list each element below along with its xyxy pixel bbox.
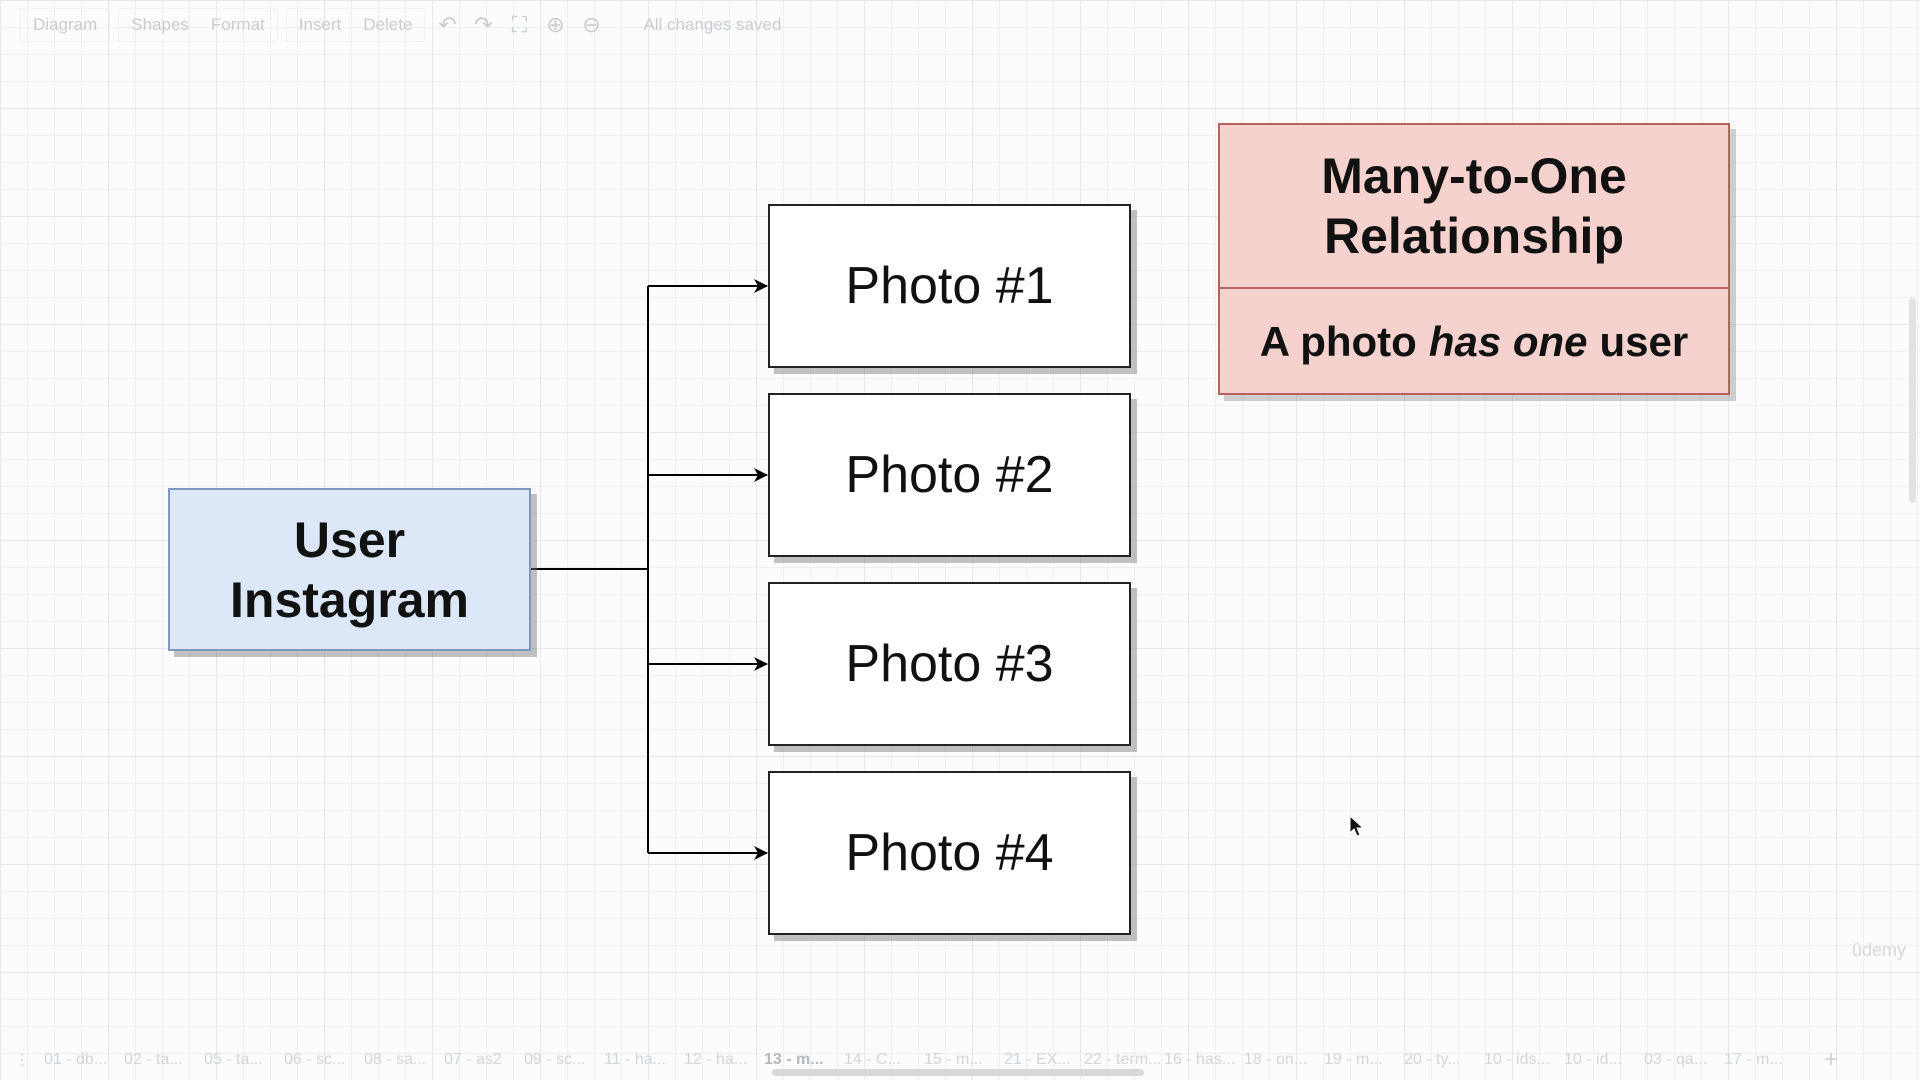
insert-button[interactable]: Insert bbox=[298, 15, 342, 34]
page-tab[interactable]: 14 - C... bbox=[844, 1051, 901, 1068]
zoom-out-icon[interactable]: ⊖ bbox=[582, 12, 601, 37]
redo-icon[interactable]: ↷ bbox=[474, 12, 493, 37]
toolbar: Diagram Shapes Format Insert Delete ↶ ↷ … bbox=[0, 0, 1920, 50]
mouse-cursor-icon bbox=[1349, 815, 1365, 837]
format-button[interactable]: Format bbox=[210, 15, 265, 34]
insert-group: Insert Delete bbox=[285, 8, 426, 42]
undo-icon[interactable]: ↶ bbox=[438, 12, 457, 37]
page-tab[interactable]: 03 - qa... bbox=[1644, 1051, 1708, 1068]
note-body: A photo has one user bbox=[1220, 289, 1728, 395]
photo-entity-box-1[interactable]: Photo #1 bbox=[768, 204, 1131, 368]
diagram-menu-group: Diagram bbox=[20, 8, 111, 42]
page-tab[interactable]: 16 - has... bbox=[1164, 1051, 1236, 1068]
add-page-icon[interactable]: + bbox=[1824, 1046, 1839, 1073]
page-tab[interactable]: 18 - on... bbox=[1244, 1051, 1308, 1068]
pages-menu-icon[interactable]: ⋮ bbox=[14, 1052, 30, 1069]
photo-entity-label: Photo #2 bbox=[845, 446, 1054, 504]
page-tab[interactable]: 07 - as2 bbox=[444, 1051, 502, 1068]
delete-button[interactable]: Delete bbox=[363, 15, 413, 34]
page-tab[interactable]: 05 - ta... bbox=[204, 1051, 263, 1068]
page-tab[interactable]: 21 - EX... bbox=[1004, 1051, 1071, 1068]
fullscreen-icon[interactable]: ⛶ bbox=[511, 12, 528, 37]
page-tab[interactable]: 11 - ha... bbox=[604, 1051, 666, 1068]
page-tab[interactable]: 15 - m... bbox=[924, 1051, 983, 1068]
page-tab[interactable]: 01 - db... bbox=[44, 1051, 108, 1068]
page-tab[interactable]: 10 - ids... bbox=[1484, 1051, 1550, 1068]
diagram-menu-button[interactable]: Diagram bbox=[33, 15, 98, 34]
photo-entity-label: Photo #1 bbox=[845, 257, 1054, 315]
photo-entity-box-4[interactable]: Photo #4 bbox=[768, 771, 1131, 935]
page-tab[interactable]: 09 - sc... bbox=[524, 1051, 586, 1068]
page-tab[interactable]: 20 - ty... bbox=[1404, 1051, 1461, 1068]
page-tabs-bar: ⋮ 01 - db... 02 - ta... 05 - ta... 06 - sc.… bbox=[0, 1040, 1920, 1080]
zoom-in-icon[interactable]: ⊕ bbox=[546, 12, 565, 37]
note-title-line-1: Many-to-One bbox=[1321, 148, 1627, 204]
user-entity-line-2: Instagram bbox=[230, 571, 469, 628]
user-entity-label: User Instagram bbox=[230, 510, 469, 630]
vertical-scrollbar[interactable] bbox=[1909, 298, 1916, 503]
page-tab[interactable]: 22 - term... bbox=[1084, 1051, 1162, 1068]
note-body-part-1: A photo bbox=[1259, 318, 1417, 365]
save-status: All changes saved bbox=[643, 15, 782, 34]
shapes-button[interactable]: Shapes bbox=[131, 15, 189, 34]
note-title: Many-to-One Relationship bbox=[1220, 125, 1728, 289]
photo-entity-label: Photo #4 bbox=[845, 824, 1054, 882]
page-tab[interactable]: 06 - sc... bbox=[284, 1051, 346, 1068]
relationship-note[interactable]: Many-to-One Relationship A photo has one… bbox=[1218, 123, 1730, 395]
page-tab[interactable]: 13 - m... bbox=[764, 1051, 824, 1068]
page-tab[interactable]: 08 - sa... bbox=[364, 1051, 427, 1068]
note-title-line-2: Relationship bbox=[1323, 208, 1624, 264]
photo-entity-box-3[interactable]: Photo #3 bbox=[768, 582, 1131, 746]
panels-group: Shapes Format bbox=[118, 8, 278, 42]
page-tab[interactable]: 12 - ha... bbox=[684, 1051, 748, 1068]
note-body-emphasis: has one bbox=[1428, 318, 1588, 365]
note-body-part-2: user bbox=[1599, 318, 1689, 365]
user-entity-line-1: User bbox=[293, 511, 406, 568]
page-tab[interactable]: 19 - m... bbox=[1324, 1051, 1383, 1068]
user-entity-box[interactable]: User Instagram bbox=[168, 488, 531, 651]
udemy-watermark: ûdemy bbox=[1851, 940, 1906, 960]
page-tab[interactable]: 02 - ta... bbox=[124, 1051, 183, 1068]
photo-entity-box-2[interactable]: Photo #2 bbox=[768, 393, 1131, 557]
horizontal-scrollbar[interactable] bbox=[772, 1069, 1144, 1076]
photo-entity-label: Photo #3 bbox=[845, 635, 1054, 693]
page-tab[interactable]: 17 - m... bbox=[1724, 1051, 1783, 1068]
page-tab[interactable]: 10 - id... bbox=[1564, 1051, 1622, 1068]
